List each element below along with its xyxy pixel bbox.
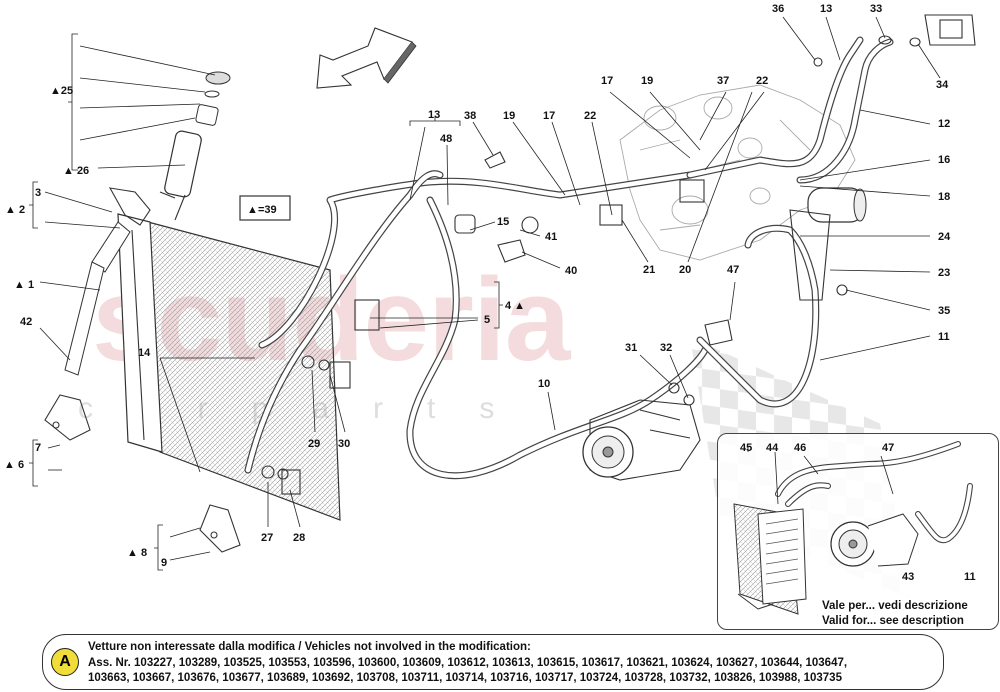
- label-29: 29: [308, 438, 320, 450]
- inset-note-en: Valid for... see description: [822, 615, 964, 627]
- inset-label-43: 43: [902, 571, 914, 583]
- label-17-left: 17: [543, 110, 555, 122]
- label-11-main: 11: [938, 331, 950, 343]
- footnote-line-3: 103663, 103667, 103676, 103677, 103689, …: [88, 672, 842, 684]
- footnote-line-2: Ass. Nr. 103227, 103289, 103525, 103553,…: [88, 657, 848, 669]
- label-28: 28: [293, 532, 305, 544]
- label-2: ▲ 2: [5, 204, 25, 216]
- label-41: 41: [545, 231, 557, 243]
- inset-label-44: 44: [766, 442, 779, 454]
- label-22-left: 22: [584, 110, 596, 122]
- label-17-right: 17: [601, 75, 613, 87]
- inset-label-11: 11: [964, 571, 976, 583]
- label-10: 10: [538, 378, 550, 390]
- label-25: ▲25: [50, 85, 73, 97]
- engine-block: [619, 84, 856, 261]
- label-24: 24: [938, 231, 951, 243]
- label-3: 3: [35, 187, 41, 199]
- label-48: 48: [440, 133, 452, 145]
- label-22-right: 22: [756, 75, 768, 87]
- label-12: 12: [938, 118, 950, 130]
- inset-diagram: 45 44 46 47 43 11: [733, 441, 998, 615]
- label-1: ▲ 1: [14, 279, 34, 291]
- label-7: 7: [35, 442, 41, 454]
- label-47-main: 47: [727, 264, 739, 276]
- group-braces: [29, 33, 503, 571]
- label-6: ▲ 6: [4, 459, 24, 471]
- label-27: 27: [261, 532, 273, 544]
- label-16: 16: [938, 154, 950, 166]
- legend-marker: ▲: [247, 204, 258, 216]
- label-40: 40: [565, 265, 577, 277]
- legend-box: ▲ =39: [239, 195, 291, 221]
- label-19-right: 19: [641, 75, 653, 87]
- label-36: 36: [772, 3, 784, 15]
- label-37: 37: [717, 75, 729, 87]
- label-18: 18: [938, 191, 950, 203]
- label-35: 35: [938, 305, 950, 317]
- compressor: [582, 399, 701, 481]
- label-19-left: 19: [503, 110, 515, 122]
- direction-arrow: [316, 27, 417, 89]
- label-14: 14: [138, 347, 151, 359]
- label-26: ▲ 26: [63, 165, 89, 177]
- label-13-left: 13: [428, 109, 440, 121]
- label-20: 20: [679, 264, 691, 276]
- footnote-line-1: Vetture non interessate dalla modifica /…: [88, 641, 531, 653]
- condenser-brackets: [44, 187, 241, 553]
- label-38: 38: [464, 110, 476, 122]
- expansion-valve-drier: [789, 187, 867, 301]
- label-31: 31: [625, 342, 637, 354]
- label-4: 4 ▲: [505, 300, 525, 312]
- leader-lines: [39, 16, 941, 561]
- firewall-fitting: [878, 14, 976, 47]
- part-labels: ▲25 ▲ 26 3 ▲ 2 ▲ 1 42 7 ▲ 6 14 ▲ 8 9 27 …: [4, 3, 951, 569]
- inset-panel: 45 44 46 47 43 11 Vale per... vedi descr…: [717, 433, 999, 630]
- label-13-right: 13: [820, 3, 832, 15]
- footnote-box: A Vetture non interessate dalla modifica…: [42, 634, 944, 690]
- label-9: 9: [161, 557, 167, 569]
- inset-label-47: 47: [882, 442, 894, 454]
- receiver-drier: [159, 71, 231, 221]
- label-15: 15: [497, 216, 509, 228]
- label-30: 30: [338, 438, 350, 450]
- label-21: 21: [643, 264, 655, 276]
- inset-note-it: Vale per... vedi descrizione: [822, 600, 968, 612]
- inset-label-46: 46: [794, 442, 806, 454]
- label-42: 42: [20, 316, 32, 328]
- footnote-badge: A: [51, 648, 79, 676]
- ac-hoses: [244, 36, 894, 480]
- legend-text: =39: [258, 204, 277, 216]
- label-33: 33: [870, 3, 882, 15]
- label-8: ▲ 8: [127, 547, 147, 559]
- label-23: 23: [938, 267, 950, 279]
- condenser: [64, 213, 341, 521]
- label-5: 5: [484, 314, 490, 326]
- label-32: 32: [660, 342, 672, 354]
- label-34: 34: [936, 79, 949, 91]
- inset-label-45: 45: [740, 442, 752, 454]
